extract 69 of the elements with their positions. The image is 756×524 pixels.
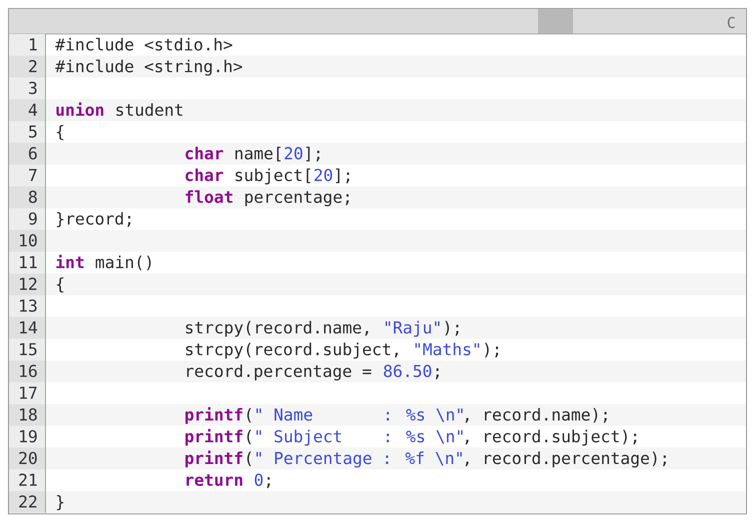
code-text: , record.name); <box>466 408 607 423</box>
line-number: 8 <box>28 190 37 203</box>
code-text: name[ <box>236 146 281 162</box>
code-literal: "Maths" <box>415 342 480 356</box>
code-keyword: char <box>186 146 224 160</box>
line-number: 17 <box>20 386 37 399</box>
code-literal: 86.50 <box>384 364 432 378</box>
code-text: } <box>56 495 64 510</box>
code-text: ( <box>247 408 251 423</box>
code-literal: : %s \n" <box>386 430 462 444</box>
code-text: { <box>56 277 64 293</box>
code-keyword: float <box>186 190 232 203</box>
code-literal: "Raju" <box>386 320 440 337</box>
code-text: ]; <box>306 146 320 162</box>
code-text: { <box>56 125 64 140</box>
code-text: , record.percentage); <box>466 452 666 468</box>
line-number: 19 <box>20 430 37 442</box>
code-literal: " Subject <box>256 430 342 446</box>
code-text: main() <box>96 256 151 270</box>
code-literal: " Percentage : %f \n" <box>256 452 462 468</box>
line-number: 9 <box>28 212 37 225</box>
code-text: strcpy(record.subject, <box>186 342 398 359</box>
code-keyword: char <box>186 168 224 182</box>
code-text: #include <stdio.h> <box>55 38 232 51</box>
line-number: 4 <box>28 104 38 116</box>
line-number: 15 <box>20 343 36 356</box>
code-text: ]; <box>336 168 350 184</box>
code-text: ); <box>484 342 498 358</box>
line-number: 13 <box>20 299 37 312</box>
code-keyword: printf <box>186 407 242 424</box>
code-text: strcpy(record.name, <box>186 320 368 337</box>
code-literal: 20 <box>284 147 302 160</box>
code-text: subject[ <box>236 168 310 184</box>
code-literal: 20 <box>314 168 332 182</box>
line-number: 16 <box>20 364 37 378</box>
line-number: 5 <box>29 126 36 138</box>
code-text: , record.subject); <box>466 430 636 446</box>
code-text: ; <box>436 368 439 380</box>
code-keyword: union <box>56 102 104 116</box>
line-number: 3 <box>29 82 37 94</box>
code-keyword: printf <box>186 428 242 446</box>
line-number: 6 <box>29 147 37 160</box>
toolbar-glyph: C <box>728 16 735 28</box>
code-text: record.percentage = <box>187 364 372 380</box>
line-number: 2 <box>29 60 36 72</box>
line-number: 20 <box>19 452 37 464</box>
line-number: 21 <box>19 474 37 486</box>
code-literal: " Name <box>256 408 312 421</box>
code-text: ( <box>247 452 251 466</box>
code-text: student <box>116 103 182 116</box>
code-text: }record; <box>56 212 130 228</box>
code-literal: : %s \n" <box>386 408 462 422</box>
line-number: 10 <box>20 234 37 247</box>
line-number: 7 <box>29 169 37 181</box>
line-number: 14 <box>20 321 38 334</box>
line-number: 18 <box>20 408 37 421</box>
line-number: 11 <box>20 256 37 268</box>
code-keyword: printf <box>186 450 242 468</box>
code-keyword: return <box>186 474 242 486</box>
line-number: 22 <box>19 495 36 508</box>
code-text: #include <string.h> <box>55 60 242 76</box>
code-text: ; <box>266 477 270 488</box>
code-text: ); <box>445 320 458 336</box>
code-text: ( <box>247 430 251 444</box>
code-literal: 0 <box>254 474 263 486</box>
line-number: 12 <box>20 278 36 290</box>
code-keyword: int <box>56 254 84 268</box>
line-number: 1 <box>30 38 37 50</box>
code-text: percentage; <box>245 191 349 206</box>
